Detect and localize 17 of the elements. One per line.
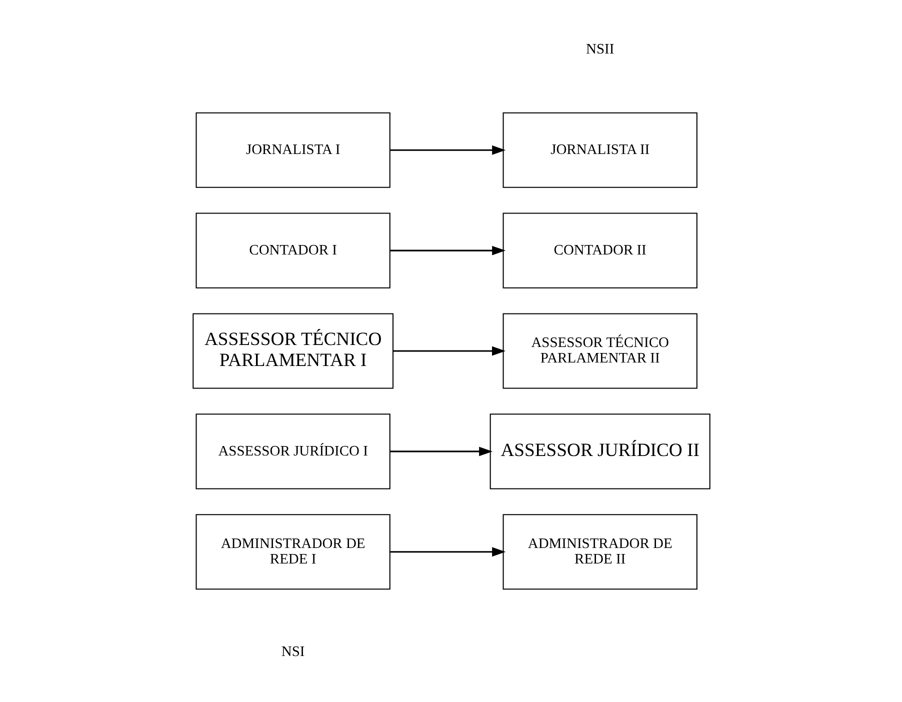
node-box: ADMINISTRADOR DE REDE II <box>502 514 697 590</box>
node-box: JORNALISTA I <box>195 112 390 188</box>
label: NSI <box>280 644 304 660</box>
node-box: ASSESSOR JURÍDICO II <box>489 414 710 490</box>
node-box: CONTADOR I <box>195 212 390 288</box>
label: NSII <box>586 42 614 58</box>
node-box: ASSESSOR TÉCNICO PARLAMENTAR I <box>192 313 394 389</box>
node-box: ASSESSOR JURÍDICO I <box>195 414 390 490</box>
arrow <box>390 446 492 456</box>
node-box: CONTADOR II <box>502 212 697 288</box>
arrow <box>390 246 506 256</box>
arrow <box>390 547 506 557</box>
arrow <box>390 145 506 155</box>
node-box: JORNALISTA II <box>502 112 697 188</box>
arrow <box>392 346 505 356</box>
node-box: ADMINISTRADOR DE REDE I <box>195 514 390 590</box>
node-box: ASSESSOR TÉCNICO PARLAMENTAR II <box>502 313 697 389</box>
